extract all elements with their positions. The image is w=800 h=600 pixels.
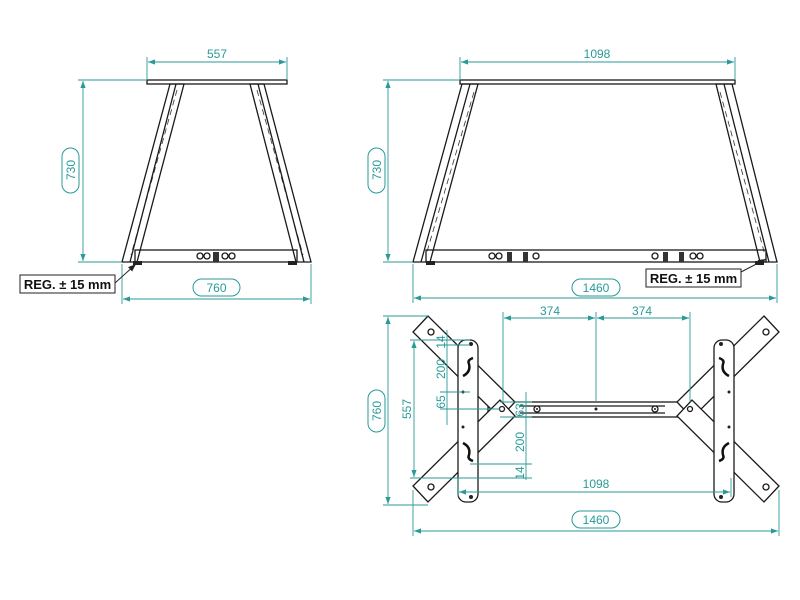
dim-half-span-right: 374 [632,304,652,318]
adjust-label: REG. ± 15 mm [650,271,737,286]
top-view: 374 374 760 557 14 200 65 63 200 14 1098 [367,304,780,536]
dim-base-width: 1460 [583,281,610,295]
front-view: 1098 730 1460 REG. ± 15 mm [367,47,778,303]
base-bar [425,249,767,263]
mounting-plate-right [713,339,735,503]
dim-spacing-bottom: 200 [513,432,527,452]
dim-offset-top: 14 [434,335,448,349]
dim-spacing-top: 200 [434,359,448,379]
dim-offset-bottom: 14 [513,466,527,480]
dim-base-width: 760 [206,281,226,295]
adjust-label: REG. ± 15 mm [24,277,111,292]
tabletop-edge [459,79,736,85]
right-leg [715,83,778,263]
adjust-callout [645,268,742,288]
dim-plate-span: 1098 [583,477,610,491]
dim-half-span-left: 374 [540,304,560,318]
adjust-callout [19,274,116,294]
dim-beam-height: 63 [513,403,527,417]
right-leg [249,83,312,263]
dim-top-width: 1098 [584,47,611,61]
dim-height: 730 [370,160,384,180]
dim-offset-mid: 65 [434,395,448,409]
dim-height: 730 [64,160,78,180]
dim-depth: 760 [370,401,384,421]
leveling-feet [426,252,764,265]
dim-plate-length: 557 [400,399,414,419]
right-foot-assembly [676,315,780,503]
leveling-feet [133,252,297,265]
side-view: 557 730 760 REG. ± 15 mm [19,47,312,304]
left-foot-assembly [412,315,516,503]
dim-top-width: 557 [207,47,227,61]
tabletop-edge [146,79,288,85]
dim-overall-width: 1460 [583,513,610,527]
